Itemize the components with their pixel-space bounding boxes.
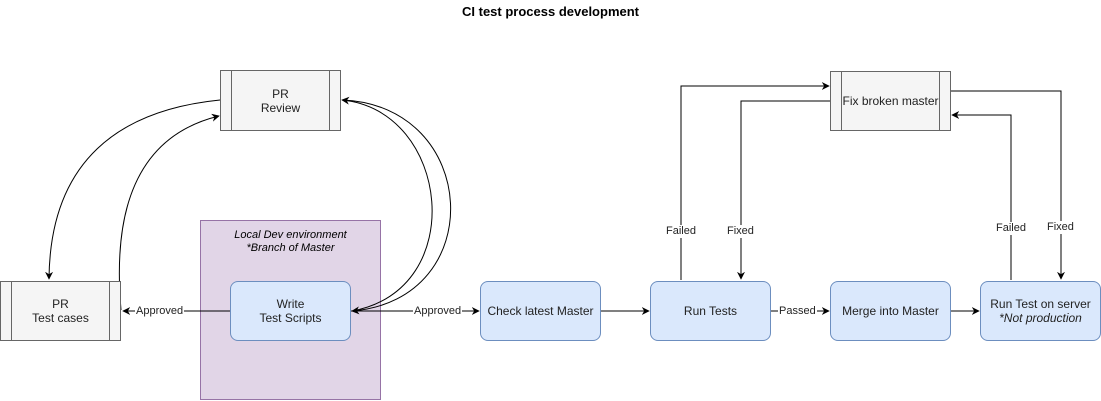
edge-review-to-testcases xyxy=(45,99,221,280)
write-scripts-line2: Test Scripts xyxy=(259,311,322,325)
run-test-on-server-node: Run Test on server *Not production xyxy=(980,281,1101,341)
write-scripts-line1: Write xyxy=(276,297,305,311)
approved-label-left: Approved xyxy=(135,305,185,318)
check-latest-master-node: Check latest Master xyxy=(480,281,601,341)
edge-fix-to-run xyxy=(737,100,830,280)
local-dev-label: Local Dev environment *Branch of Master xyxy=(201,229,380,255)
pr-test-cases-node: PR Test cases xyxy=(0,281,121,341)
approved-label-right: Approved xyxy=(413,305,463,318)
edge-review-to-write-outer xyxy=(341,99,451,315)
local-dev-label-line2: *Branch of Master xyxy=(246,242,335,254)
diagram-title: CI test process development xyxy=(462,4,639,19)
edge-server-to-fix xyxy=(951,111,1012,280)
fixed-label-server: Fixed xyxy=(1046,221,1075,234)
fix-broken-master-node: Fix broken master xyxy=(830,71,951,131)
pr-review-line2: Review xyxy=(260,100,301,115)
run-server-line1: Run Test on server xyxy=(990,297,1091,311)
merge-into-master-node: Merge into Master xyxy=(830,281,951,341)
edge-run-to-fix xyxy=(680,82,830,280)
fixed-label-run: Fixed xyxy=(726,225,755,238)
failed-label-server: Failed xyxy=(995,222,1027,235)
run-server-line2: *Not production xyxy=(999,311,1082,325)
write-test-scripts-node: Write Test Scripts xyxy=(230,281,351,341)
failed-label-run: Failed xyxy=(665,225,697,238)
pr-review-line1: PR xyxy=(272,86,289,101)
pr-review-node: PR Review xyxy=(220,70,341,131)
pr-test-cases-line1: PR xyxy=(52,297,69,311)
edge-fix-to-server xyxy=(951,90,1065,280)
edge-write-to-review-inner xyxy=(341,96,433,312)
pr-test-cases-line2: Test cases xyxy=(32,311,89,325)
edge-testcases-to-review xyxy=(118,113,220,311)
local-dev-label-line1: Local Dev environment xyxy=(234,229,347,241)
run-tests-node: Run Tests xyxy=(650,281,771,341)
passed-label: Passed xyxy=(778,305,817,318)
